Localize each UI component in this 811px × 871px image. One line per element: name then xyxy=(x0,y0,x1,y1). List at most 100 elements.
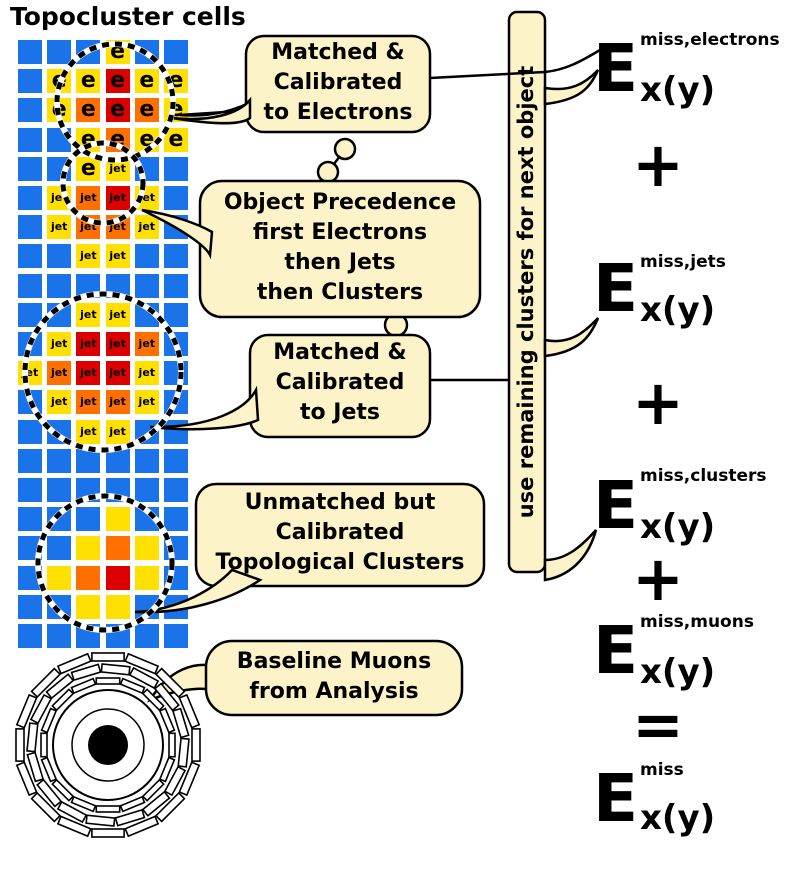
jet-cell-label: jet xyxy=(138,220,156,234)
muon-chamber xyxy=(56,800,88,824)
topocluster-cell xyxy=(105,594,130,619)
electron-cell-label: e xyxy=(80,155,96,181)
e-jets-pointer xyxy=(543,317,600,358)
topocluster-cell xyxy=(105,536,130,561)
equals-operator: = xyxy=(632,688,684,761)
muon-chamber xyxy=(85,814,116,827)
jet-cell-label: jet xyxy=(50,366,68,380)
electron-cell-label: e xyxy=(80,68,96,94)
jet-cell-label: jet xyxy=(138,395,156,409)
electron-cell-label: e xyxy=(80,97,96,123)
muon-chamber xyxy=(158,707,176,734)
electron-cell-label: e xyxy=(110,68,126,94)
jet-cell-label: jet xyxy=(80,395,97,409)
topocluster-cell xyxy=(105,507,130,532)
topocluster-cell: jet xyxy=(76,361,101,386)
topocluster-cell: e xyxy=(105,68,130,94)
topocluster-cell xyxy=(18,69,42,94)
muon-chamber xyxy=(100,663,131,676)
topocluster-cell: jet xyxy=(47,361,72,386)
topocluster-cell xyxy=(164,448,188,473)
muon-chamber xyxy=(177,737,190,768)
muon-chamber xyxy=(15,728,25,762)
topocluster-cell xyxy=(18,40,42,64)
topocluster-cell xyxy=(164,302,188,327)
topocluster-cell xyxy=(76,536,101,561)
electron-cell-label: e xyxy=(139,97,155,123)
muon-chamber xyxy=(30,791,62,823)
topocluster-cell: e xyxy=(76,155,101,181)
topocluster-cell xyxy=(164,244,188,269)
topocluster-cell xyxy=(18,98,42,123)
topocluster-cell: jet xyxy=(76,302,101,327)
muon-chamber xyxy=(26,722,39,753)
topocluster-cell xyxy=(164,624,188,648)
topocluster-cell xyxy=(164,186,188,210)
topocluster-cell xyxy=(164,40,188,64)
jet-cell-label: jet xyxy=(138,337,156,350)
muon-chamber xyxy=(168,732,176,758)
jet-cell-label: jet xyxy=(80,366,97,380)
muon-chamber xyxy=(128,666,160,690)
topocluster-cell xyxy=(47,478,72,502)
jet-cell-label: jet xyxy=(109,249,126,263)
muon-chamber xyxy=(45,673,75,700)
jet-cell-label: jet xyxy=(138,366,156,380)
muon-chamber xyxy=(191,728,201,762)
muon-chamber xyxy=(178,761,201,797)
muon-chamber xyxy=(119,677,146,695)
topocluster-cell xyxy=(47,273,72,298)
muon-chamber xyxy=(119,795,146,813)
muon-chamber xyxy=(95,677,121,685)
jet-cell-label: jet xyxy=(109,191,126,204)
topocluster-cell: jet xyxy=(76,186,101,210)
topocluster-cell xyxy=(47,448,72,473)
topocluster-cell xyxy=(164,478,188,502)
e-electrons-pointer xyxy=(543,69,600,106)
topocluster-cell xyxy=(18,478,42,502)
jet-cell-label: jet xyxy=(80,307,97,321)
electron-bubble xyxy=(171,34,432,134)
e-clusters-pointer xyxy=(543,529,598,582)
muon-chamber xyxy=(91,828,125,838)
topocluster-cell xyxy=(164,361,188,386)
muon-chamber xyxy=(70,795,97,813)
topocluster-cell xyxy=(47,565,72,590)
topocluster-cell: e xyxy=(134,97,159,123)
muon-chamber xyxy=(158,756,176,783)
topocluster-cell xyxy=(134,536,159,561)
topocluster-cell xyxy=(134,478,159,502)
topocluster-cell: jet xyxy=(105,302,130,327)
muon-chamber xyxy=(30,667,62,699)
muon-chamber xyxy=(141,778,165,802)
chain-link xyxy=(316,160,340,184)
precedence-bubble xyxy=(141,179,482,319)
chain-link xyxy=(333,137,357,161)
topocluster-cell: jet xyxy=(105,390,130,415)
muon-chamber xyxy=(15,693,38,729)
topocluster-cell xyxy=(18,419,42,444)
topocluster-cell: jet xyxy=(105,244,130,269)
topocluster-cell: jet xyxy=(47,390,72,415)
topocluster-cell: jet xyxy=(105,361,130,386)
topocluster-cell: jet xyxy=(76,332,101,356)
jet-cell-label: jet xyxy=(109,424,126,438)
topocluster-cell xyxy=(105,448,130,473)
topocluster-cell xyxy=(18,507,42,532)
jet-cell-label: jet xyxy=(80,249,97,263)
muon-chamber xyxy=(114,808,146,827)
muon-chamber xyxy=(36,778,63,808)
muon-chamber xyxy=(51,778,75,802)
muon-chamber xyxy=(124,652,160,675)
jet-cell-label: jet xyxy=(50,395,68,409)
topocluster-cell: jet xyxy=(76,244,101,269)
topocluster-cell xyxy=(134,448,159,473)
muon-chamber xyxy=(171,707,190,739)
topocluster-cell xyxy=(18,448,42,473)
muon-chamber xyxy=(153,682,180,712)
